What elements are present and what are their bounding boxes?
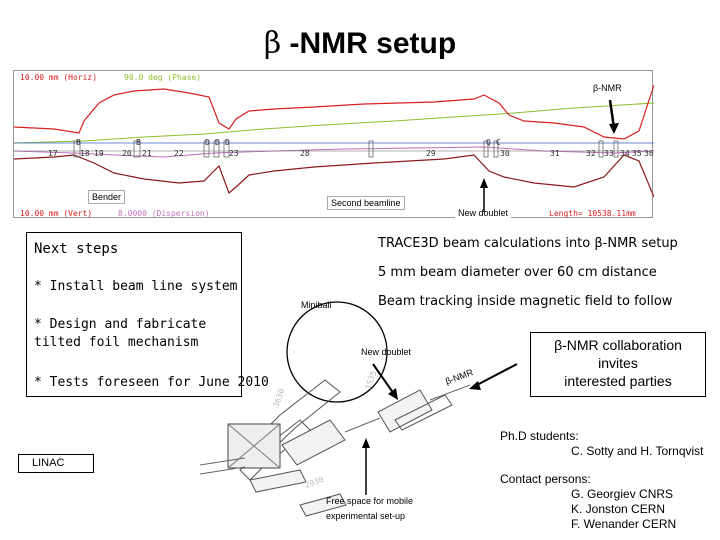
beam-tracking-line: Beam tracking inside magnetic field to f… bbox=[378, 294, 673, 309]
element-number: 35 bbox=[632, 149, 642, 158]
collaboration-line2: invites bbox=[598, 355, 638, 371]
trace3d-line: TRACE3D beam calculations into β-NMR set… bbox=[378, 236, 678, 251]
element-number: 18 bbox=[80, 149, 90, 158]
faint-dimension: 1535 bbox=[363, 369, 378, 390]
bnmr-plot-label: β-NMR bbox=[593, 83, 622, 93]
element-number: 19 bbox=[94, 149, 104, 158]
marker-label: D bbox=[215, 138, 220, 147]
element-markers bbox=[73, 140, 619, 158]
step-install: * Install beam line system bbox=[34, 279, 238, 294]
length-label: Length= 10538.11mm bbox=[549, 209, 636, 218]
element-number: 23 bbox=[229, 149, 239, 158]
contact-person-2: K. Jonston CERN bbox=[571, 502, 666, 516]
envelope-graph: 10.00 mm (Horiz) 90.0 deg (Phase) B bbox=[13, 73, 655, 218]
element-number: 17 bbox=[48, 149, 58, 158]
element-number: 31 bbox=[550, 149, 560, 158]
miniball-circle bbox=[286, 301, 388, 403]
free-space-arrow bbox=[362, 438, 370, 448]
marker-label: D bbox=[225, 138, 230, 147]
second-beamline-magnet bbox=[281, 419, 346, 466]
element-number: 29 bbox=[426, 149, 436, 158]
next-steps-box: Next steps * Install beam line system * … bbox=[26, 232, 269, 397]
new-doublet-layout-label: New doublet bbox=[361, 347, 412, 357]
collaboration-line1: β-NMR collaboration bbox=[554, 337, 682, 353]
phd-heading: Ph.D students: bbox=[500, 429, 579, 443]
step-tests: * Tests foreseen for June 2010 bbox=[34, 375, 269, 390]
contact-person-1: G. Georgiev CNRS bbox=[571, 487, 674, 501]
element-number: 33 bbox=[604, 149, 614, 158]
linac-label-box: LINAC bbox=[18, 454, 94, 473]
contacts-heading: Contact persons: bbox=[500, 472, 591, 486]
dispersion-scale-label: 8.0000 (Dispersion) bbox=[118, 209, 210, 218]
step-design-line1: * Design and fabricate bbox=[34, 317, 207, 332]
vert-scale-label: 10.00 mm (Vert) bbox=[20, 209, 92, 218]
lower-magnet bbox=[249, 469, 307, 493]
element-number: 30 bbox=[500, 149, 510, 158]
new-doublet-magnet bbox=[377, 389, 433, 433]
horiz-scale-label: 10.00 mm (Horiz) bbox=[20, 73, 97, 82]
marker-label: D bbox=[205, 138, 210, 147]
marker-label: C bbox=[496, 138, 501, 147]
element-number: 32 bbox=[586, 149, 596, 158]
marker-label: B bbox=[76, 138, 81, 147]
faint-dimension: 3630 bbox=[271, 387, 286, 408]
beam-diameter-line: 5 mm beam diameter over 60 cm distance bbox=[378, 265, 657, 280]
element-number: 21 bbox=[142, 149, 152, 158]
contact-person-3: F. Wenander CERN bbox=[571, 517, 677, 531]
linac-label: LINAC bbox=[32, 457, 65, 469]
free-space-line1: Free space for mobile bbox=[326, 496, 414, 506]
marker-label: B bbox=[136, 138, 141, 147]
page-title: β -NMR setup bbox=[263, 26, 457, 61]
collaboration-box: β-NMR collaboration invites interested p… bbox=[530, 332, 706, 397]
element-number: 20 bbox=[122, 149, 132, 158]
faint-dimension: 2930 bbox=[304, 475, 325, 490]
element-number: 28 bbox=[300, 149, 310, 158]
phase-scale-label: 90.0 deg (Phase) bbox=[124, 73, 201, 82]
element-number: 34 bbox=[620, 149, 630, 158]
element-number: 36 bbox=[644, 149, 654, 158]
bnmr-arrow bbox=[469, 381, 481, 390]
horiz-envelope-upper bbox=[13, 84, 655, 140]
new-doublet-arrow bbox=[388, 388, 398, 400]
dispersion-curve bbox=[13, 146, 655, 158]
bender-label: Bender bbox=[88, 190, 126, 204]
step-design-line2: tilted foil mechanism bbox=[34, 335, 199, 350]
new-doublet-plot-label: New doublet bbox=[455, 208, 512, 218]
next-steps-heading: Next steps bbox=[34, 241, 119, 257]
phase-curve bbox=[13, 102, 655, 144]
element-number: 22 bbox=[174, 149, 184, 158]
marker-label: Q bbox=[486, 138, 491, 147]
beam-envelope-plot: 10.00 mm (Horiz) 90.0 deg (Phase) B bbox=[13, 70, 655, 218]
phd-names: C. Sotty and H. Tornqvist bbox=[571, 444, 704, 458]
second-beamline-label: Second beamline bbox=[327, 196, 405, 210]
vert-envelope-lower bbox=[13, 154, 655, 198]
free-space-line2: experimental set-up bbox=[326, 511, 406, 521]
miniball-label: Miniball bbox=[301, 300, 332, 310]
collaboration-line3: interested parties bbox=[564, 373, 672, 389]
